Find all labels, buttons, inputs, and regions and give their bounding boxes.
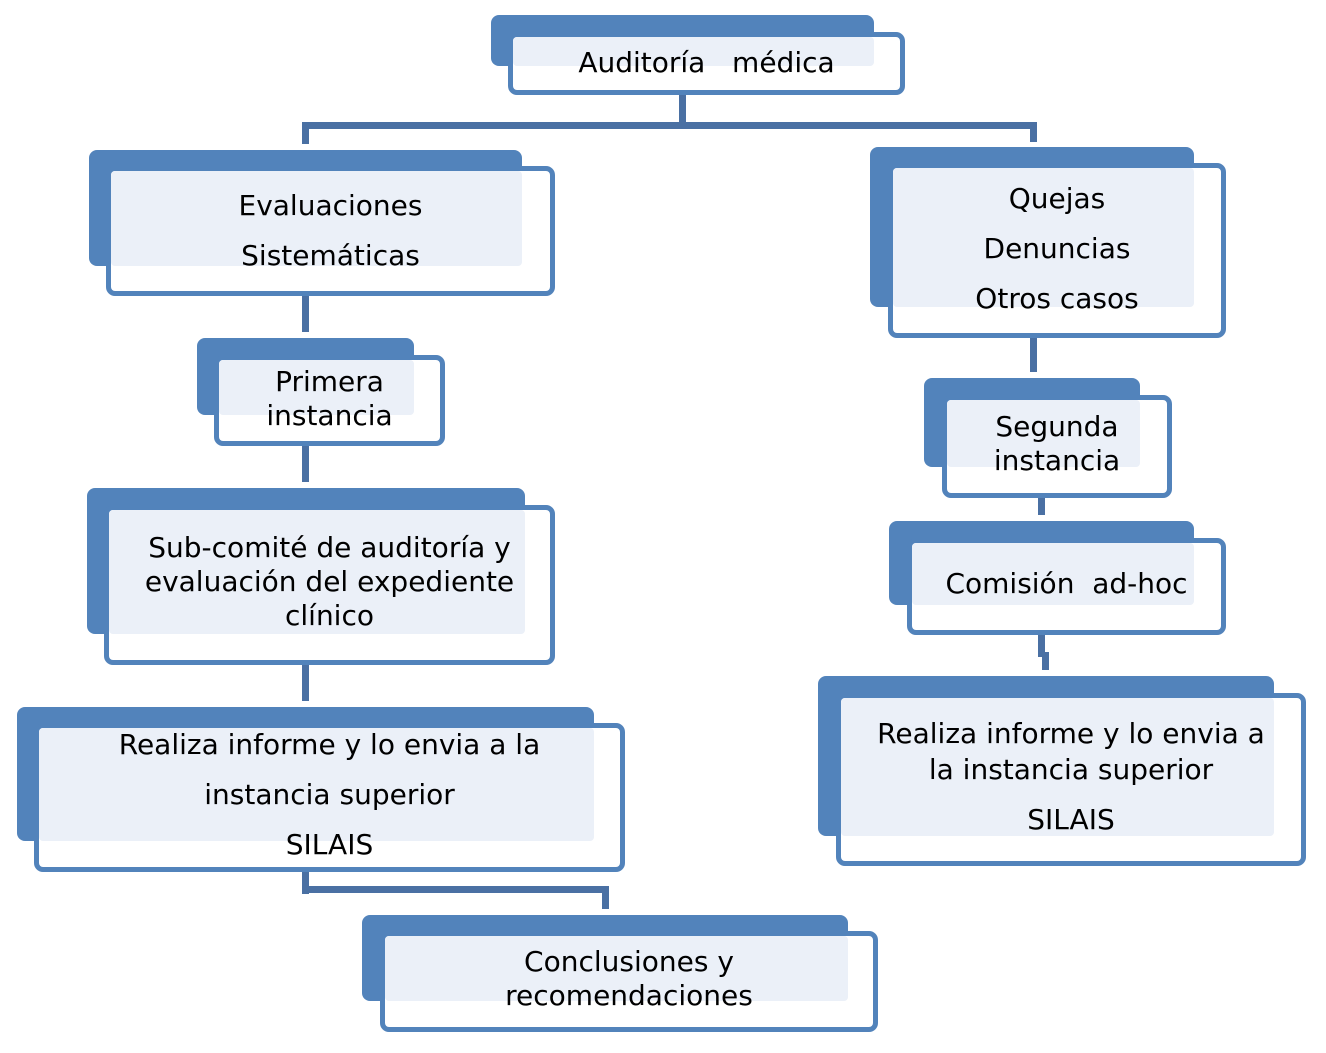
connector-to-quejas (1030, 122, 1037, 142)
node-text-line: instancia (993, 444, 1121, 477)
connector-informe-down (302, 872, 309, 894)
node-tint (385, 936, 848, 1001)
node-label: Realiza informe y lo envia a la instanci… (836, 708, 1306, 846)
node-label: Segunda instancia (942, 398, 1172, 490)
node-text-line: Otros casos (975, 282, 1139, 315)
node-text-line: instancia (266, 399, 393, 432)
node-text-line: Primera (275, 365, 384, 398)
node-tint (893, 168, 1194, 307)
node-text-line: Conclusiones y (524, 945, 734, 978)
node-text-line: SILAIS (285, 828, 374, 861)
node-label: Conclusiones y recomendaciones (380, 935, 878, 1023)
node-text-line: Realiza informe y lo envia a la (118, 728, 541, 761)
node-text-line: Evaluaciones (238, 189, 423, 222)
connector-evaluaciones-primera (302, 296, 309, 332)
node-text-line: Denuncias (983, 232, 1131, 265)
node-tint (219, 360, 414, 415)
connector-comision-informe-b (1042, 652, 1049, 670)
node-text-line: clínico (284, 599, 374, 632)
node-text-line: recomendaciones (505, 979, 753, 1012)
connector-to-conclusiones (602, 886, 609, 909)
connector-to-evaluaciones (302, 122, 309, 144)
node-tint (109, 510, 525, 634)
node-text-line: Quejas (1008, 182, 1106, 215)
node-tint (841, 698, 1274, 836)
node-text-line: Segunda (995, 410, 1119, 443)
connector-informe-horizontal (302, 886, 609, 893)
node-tint (39, 728, 594, 841)
connector-comision-informe-a (1038, 635, 1045, 657)
node-text-line: evaluación del expediente (144, 565, 515, 598)
connector-root-down (679, 95, 686, 128)
node-label: Realiza informe y lo envia a la instanci… (34, 718, 625, 872)
connector-segunda-comision (1038, 498, 1045, 515)
node-tint (513, 37, 874, 66)
node-label: Evaluaciones Sistemáticas (106, 176, 555, 286)
node-text-line: Realiza informe y lo envia a (877, 717, 1265, 750)
node-text-line: la instancia superior (928, 753, 1214, 786)
node-label: Sub-comité de auditoría y evaluación del… (104, 518, 555, 646)
node-text-line: Auditoría médica (578, 45, 835, 79)
node-text-line: instancia superior (204, 778, 455, 811)
connector-root-horizontal (302, 122, 1036, 129)
node-label: Auditoría médica (508, 32, 905, 95)
node-label: Quejas Denuncias Otros casos (888, 166, 1226, 332)
node-tint (912, 543, 1194, 605)
connector-quejas-segunda (1030, 338, 1037, 372)
node-text-line: Sub-comité de auditoría y (148, 531, 511, 564)
connector-subcomite-informe (302, 665, 309, 701)
node-tint (111, 171, 522, 266)
node-text-line: SILAIS (1027, 803, 1115, 836)
node-text-line: Comisión ad-hoc (945, 567, 1188, 600)
node-label: Primera instancia (214, 356, 445, 442)
node-label: Comisión ad-hoc (907, 540, 1226, 628)
connector-primera-subcomite (302, 446, 309, 482)
node-text-line: Sistemáticas (241, 239, 420, 272)
node-tint (947, 400, 1140, 467)
